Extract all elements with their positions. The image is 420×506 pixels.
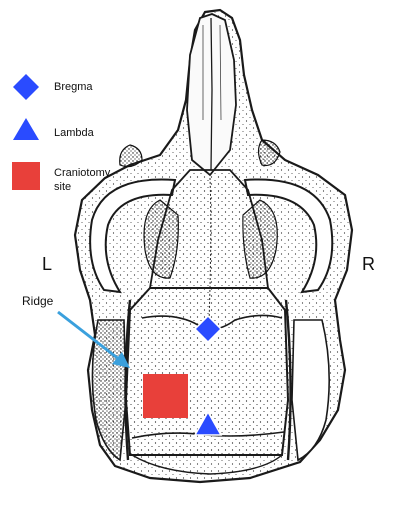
legend-bregma-label: Bregma <box>54 81 93 93</box>
craniotomy-site-marker <box>143 374 188 418</box>
right-side-label: R <box>362 254 375 274</box>
temporal-ridge-right <box>284 299 292 461</box>
legend-craniotomy-label-line2: site <box>54 181 72 193</box>
legend-lambda-icon <box>13 118 39 140</box>
ridge-label: Ridge <box>22 294 54 308</box>
bulla-left <box>91 319 127 462</box>
bregma-marker <box>193 314 223 344</box>
ridge-arrow <box>57 310 121 362</box>
interparietal-edge <box>131 454 283 475</box>
zygo-node-left <box>119 144 143 168</box>
legend-bregma-icon <box>13 74 39 100</box>
legend-craniotomy-icon <box>12 162 40 190</box>
nasal-suture <box>210 17 213 171</box>
lambda-marker <box>193 410 223 436</box>
zygomatic-arch-right <box>243 178 334 294</box>
legend-lambda-label: Lambda <box>54 127 94 139</box>
bulla-right <box>291 319 330 462</box>
zygo-node-right <box>257 139 281 167</box>
ridge-arrowhead <box>112 352 130 368</box>
frontal-suture <box>208 177 212 323</box>
legend-craniotomy-label-line1: Craniotomy <box>54 167 111 179</box>
zygomatic-arch-left <box>89 178 177 294</box>
left-side-label: L <box>42 254 53 274</box>
